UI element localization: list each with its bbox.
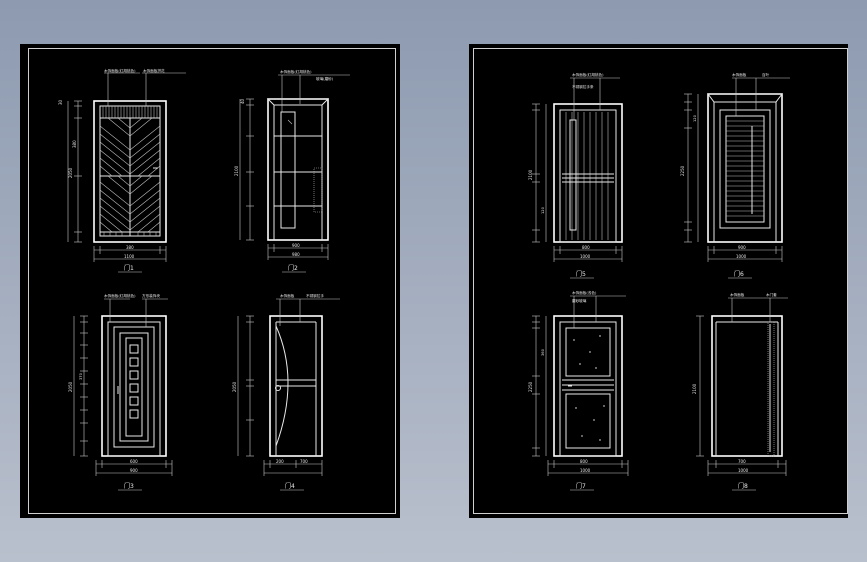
dim-text: 2050 [232,381,237,392]
sheet-border-left [28,48,396,514]
door-elevation-7: 2250 360 800 1000 木饰面板(浅色) 磨砂玻璃 门7 [528,290,629,491]
dim-text: 2250 [528,381,533,392]
dim-text: 2100 [234,165,239,176]
material-note: 木门套 [766,292,777,297]
material-note: 木饰面板 [280,293,295,298]
door-elevation-2: 40 2100 900 980 木饰面板(红胡桃色) 玻璃(磨砂) 门2 [234,69,350,273]
dim-text: 700 [300,459,308,464]
door-elevation-3: 2050 370 600 900 木饰面板(红胡桃色) 方形装饰块 门3 [68,293,173,491]
dim-text: 1000 [580,254,591,259]
door-label: 门4 [285,482,295,490]
dim-text: 1000 [738,468,749,473]
dim-text: 2250 [680,165,685,176]
door-elevation-5: 2100 120 800 1000 木饰面板(红胡桃色) 不锈钢拉手条 门5 [528,72,623,279]
dim-text: 1000 [736,254,747,259]
door-elevation-4: 2050 200 700 木饰面板 不锈钢拉手 门4 [232,293,340,491]
door-label: 门2 [288,264,298,272]
dim-text: 380 [72,140,77,148]
material-note: 木饰面板 [732,72,747,77]
door-label: 门3 [124,482,134,490]
dim-text: 40 [240,98,245,104]
dim-text: 2050 [68,381,73,392]
dim-text: 980 [292,252,300,257]
dim-text: 200 [276,459,284,464]
door-label: 门5 [576,270,586,278]
dim-text: 900 [738,245,746,250]
dim-text: 800 [580,459,588,464]
door-elevation-6: 2250 120 900 1000 木饰面板 百叶 门6 [680,72,790,279]
dim-text: 2100 [692,383,697,394]
drawing-sheet-right [469,44,848,518]
dim-text: 2100 [528,169,533,180]
door-label: 门8 [738,482,748,490]
material-note: 木饰面板(红胡桃色) [104,293,136,298]
material-note: 不锈钢拉手条 [572,84,594,89]
material-note: 玻璃(磨砂) [316,76,334,81]
material-note: 不锈钢拉手 [306,293,324,298]
material-note: 方形装饰块 [142,293,160,298]
door-elevation-1: 30 2050 380 380 1100 木饰面板(红胡桃色) 木饰面板拼花 门… [58,68,186,273]
door-label: 门1 [124,264,134,272]
material-note: 百叶 [762,72,770,77]
material-note: 磨砂玻璃 [572,298,587,303]
drawing-sheet-left [20,44,400,518]
dim-text: 900 [292,243,300,248]
material-note: 木饰面板(浅色) [572,290,597,295]
dim-text: 370 [79,372,83,380]
dim-text: 700 [738,459,746,464]
dim-text: 900 [130,468,138,473]
dim-text: 1000 [580,468,591,473]
door-label: 门6 [734,270,744,278]
dim-text: 360 [541,348,545,356]
dim-text: 30 [58,99,63,105]
dim-text: 600 [130,459,138,464]
door-label: 门7 [576,482,586,490]
dim-text: 120 [693,114,697,122]
material-note: 木饰面板拼花 [143,68,165,73]
dim-text: 2050 [68,167,73,178]
dim-text: 1100 [124,254,135,259]
material-note: 木饰面板(红胡桃色) [572,72,604,77]
dim-text: 800 [582,245,590,250]
material-note: 木饰面板(红胡桃色) [280,69,312,74]
dim-text: 120 [541,206,545,214]
door-elevation-8: 2100 700 1000 木饰面板 木门套 门8 [692,292,788,491]
material-note: 木饰面板(红胡桃色) [104,68,136,73]
material-note: 木饰面板 [730,292,745,297]
dim-text: 380 [126,245,134,250]
sheet-border-right [473,48,848,514]
